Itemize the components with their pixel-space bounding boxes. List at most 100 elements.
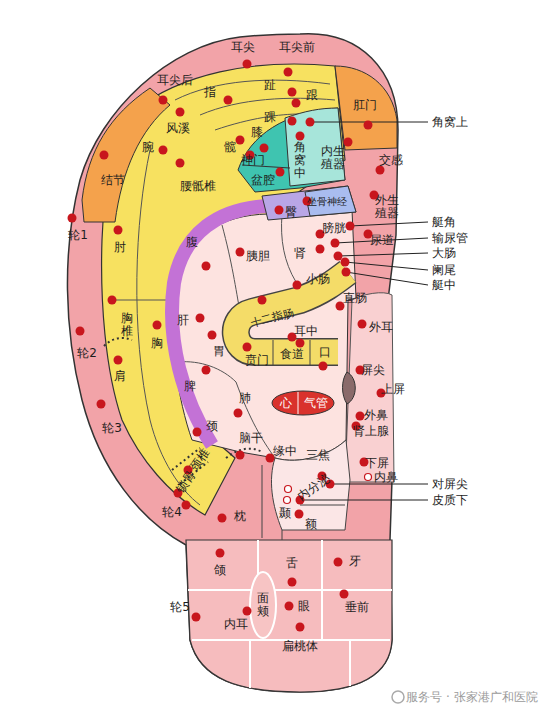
acupoint-dot bbox=[292, 99, 301, 108]
acupoint-dot bbox=[68, 214, 77, 223]
region-label: 缘中 bbox=[273, 445, 297, 458]
region-label: 口 bbox=[319, 346, 331, 359]
callout-label: 艇中 bbox=[432, 279, 456, 292]
region-label: 趾 bbox=[264, 79, 276, 92]
anus-region bbox=[335, 66, 397, 150]
acupoint-dot bbox=[275, 206, 284, 215]
region-label: 轮3 bbox=[102, 422, 122, 435]
region-label: 肺 bbox=[239, 392, 251, 405]
acupoint-dot bbox=[296, 623, 305, 632]
acupoint-dot bbox=[114, 356, 123, 365]
acupoint-dot bbox=[159, 146, 168, 155]
region-label: 食道 bbox=[280, 348, 304, 361]
acupoint-dot bbox=[284, 68, 293, 77]
acupoint-dot bbox=[243, 343, 252, 352]
region-label: 胰胆 bbox=[246, 250, 270, 263]
region-label: 颞 bbox=[279, 507, 291, 520]
acupoint-dot bbox=[216, 549, 225, 558]
region-label: 肝 bbox=[177, 314, 189, 327]
region-label: 肛门 bbox=[353, 99, 377, 112]
region-label: 直肠 bbox=[343, 292, 367, 305]
region-label: 轮1 bbox=[68, 229, 88, 242]
acupoint-dot bbox=[97, 400, 106, 409]
acupoint-dot bbox=[208, 331, 217, 340]
watermark-icon bbox=[392, 691, 404, 703]
helix-crus-band bbox=[236, 272, 348, 352]
acupoint-dot bbox=[236, 248, 245, 257]
region-label: 髋 bbox=[224, 141, 236, 154]
region-border bbox=[222, 225, 240, 312]
acupoint-dot bbox=[342, 268, 351, 277]
region-label: 肾上腺 bbox=[353, 425, 389, 438]
acupoint-dot bbox=[296, 339, 305, 348]
acupoint-dot bbox=[243, 607, 252, 616]
acupoint-dot bbox=[114, 226, 123, 235]
region-label: 心 bbox=[280, 397, 292, 410]
region-label: 内耳 bbox=[224, 618, 248, 631]
cheek-oval bbox=[250, 572, 276, 638]
acupoint-dot bbox=[319, 362, 328, 371]
region-label: 臀 bbox=[285, 206, 297, 219]
lobe-grid bbox=[188, 540, 392, 688]
acupoint-dot bbox=[153, 321, 162, 330]
acupoint-dot bbox=[285, 602, 294, 611]
sciatic-region bbox=[305, 186, 356, 216]
region-label: 内生 殖器 bbox=[319, 145, 347, 171]
region-label: 膝 bbox=[251, 126, 263, 139]
region-border bbox=[298, 392, 299, 414]
helix-crus-outline bbox=[236, 272, 348, 352]
leader-line bbox=[300, 122, 428, 500]
acupoint-dot bbox=[365, 474, 372, 481]
callout-label: 对屏尖 bbox=[432, 478, 468, 491]
region-label: 颌 bbox=[214, 564, 226, 577]
region-label: 耳中 bbox=[294, 325, 318, 338]
acupoint-dot bbox=[341, 258, 350, 267]
acupoint-layer bbox=[68, 60, 386, 632]
acupoint-dot bbox=[108, 296, 117, 305]
acupoint-dot bbox=[284, 497, 291, 504]
region-label: 枕 bbox=[234, 510, 246, 523]
acupoint-dot bbox=[76, 327, 85, 336]
region-label: 气管 bbox=[304, 397, 328, 410]
region-label: 肘 bbox=[114, 241, 126, 254]
region-label: 脾 bbox=[184, 380, 196, 393]
acupoint-dot bbox=[295, 510, 304, 519]
region-label: 颈 bbox=[206, 420, 218, 433]
acupoint-dot bbox=[182, 501, 191, 510]
acupoint-dot bbox=[376, 166, 385, 175]
ear-outline bbox=[67, 34, 398, 692]
acupoint-dot bbox=[364, 121, 373, 130]
acupoint-dot bbox=[288, 578, 297, 587]
region-label: 扁桃体 bbox=[282, 640, 318, 653]
region-label: 跟 bbox=[306, 89, 318, 102]
acupoint-dot bbox=[202, 366, 211, 375]
region-label: 肩 bbox=[114, 370, 126, 383]
tubercle-region bbox=[82, 88, 170, 222]
acupoint-dot bbox=[293, 281, 302, 290]
region-label: 胸 bbox=[151, 337, 163, 350]
region-border bbox=[262, 465, 345, 540]
region-label: 颈椎 bbox=[188, 446, 212, 473]
acupoint-dot bbox=[316, 245, 325, 254]
acupoint-dot bbox=[193, 428, 202, 437]
acupoint-dot bbox=[334, 558, 343, 567]
acupoint-dot bbox=[334, 252, 343, 261]
acupoint-dot bbox=[340, 590, 349, 599]
lobe-region bbox=[186, 540, 392, 692]
acupoint-dot bbox=[331, 239, 340, 248]
acupoint-dot bbox=[243, 60, 252, 69]
callout-label: 皮质下 bbox=[432, 494, 468, 507]
callout-label: 角窝上 bbox=[432, 116, 468, 129]
region-label: 外耳 bbox=[369, 321, 393, 334]
region-label: 踝 bbox=[264, 111, 276, 124]
acupoint-dot bbox=[285, 486, 292, 493]
region-label: 胃 bbox=[213, 345, 225, 358]
region-label: 上屏 bbox=[381, 383, 405, 396]
region-label: 下屏 bbox=[365, 457, 389, 470]
region-border bbox=[236, 382, 275, 458]
acupoint-dot bbox=[176, 159, 185, 168]
acupoint-dot bbox=[296, 132, 305, 141]
region-label: 轮5 bbox=[170, 601, 190, 614]
region-label: 耳尖后 bbox=[157, 74, 193, 87]
